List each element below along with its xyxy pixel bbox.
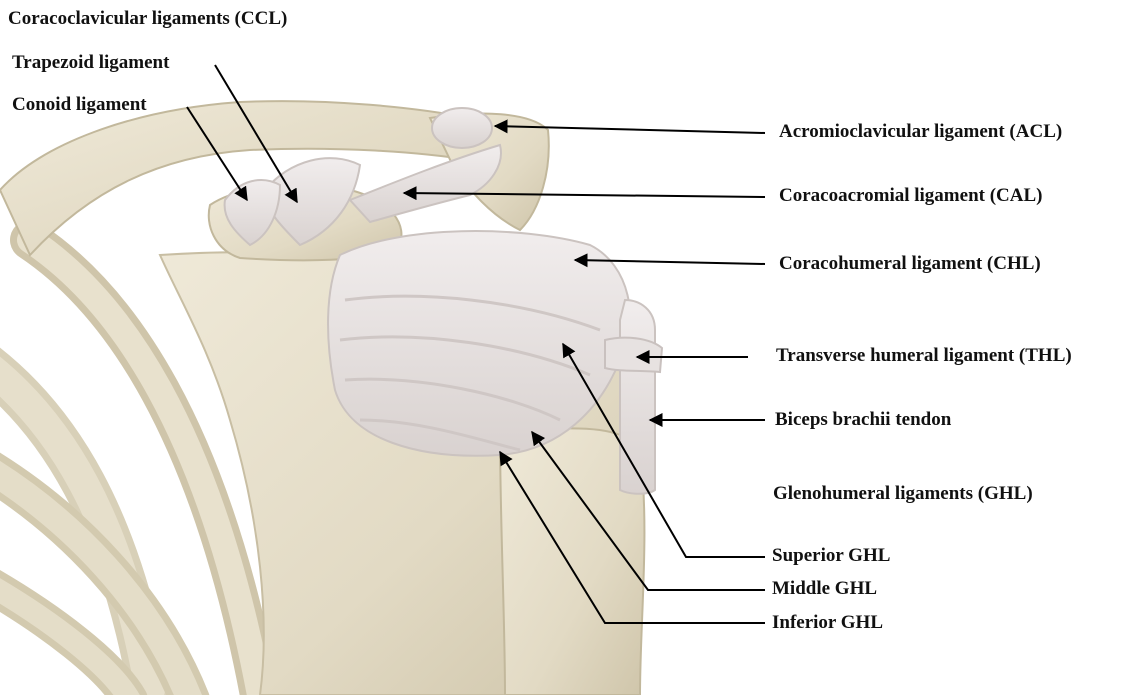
label-coracoacromial-ligament: Coracoacromial ligament (CAL)	[779, 185, 1042, 207]
label-biceps-brachii-tendon: Biceps brachii tendon	[775, 409, 951, 431]
label-coracohumeral-ligament: Coracohumeral ligament (CHL)	[779, 253, 1041, 275]
label-middle-ghl: Middle GHL	[772, 578, 877, 600]
label-superior-ghl: Superior GHL	[772, 545, 890, 567]
biceps-tendon-shape	[620, 300, 655, 494]
label-transverse-humeral-ligament: Transverse humeral ligament (THL)	[776, 345, 1072, 367]
label-coracoclavicular-ligaments: Coracoclavicular ligaments (CCL)	[8, 8, 287, 30]
label-acromioclavicular-ligament: Acromioclavicular ligament (ACL)	[779, 121, 1062, 143]
cal-shape	[350, 145, 501, 222]
acl-shape	[432, 108, 492, 148]
label-trapezoid-ligament: Trapezoid ligament	[12, 52, 169, 74]
thl-shape	[605, 338, 662, 372]
label-conoid-ligament: Conoid ligament	[12, 94, 147, 116]
label-glenohumeral-ligaments: Glenohumeral ligaments (GHL)	[773, 483, 1033, 505]
label-inferior-ghl: Inferior GHL	[772, 612, 883, 634]
